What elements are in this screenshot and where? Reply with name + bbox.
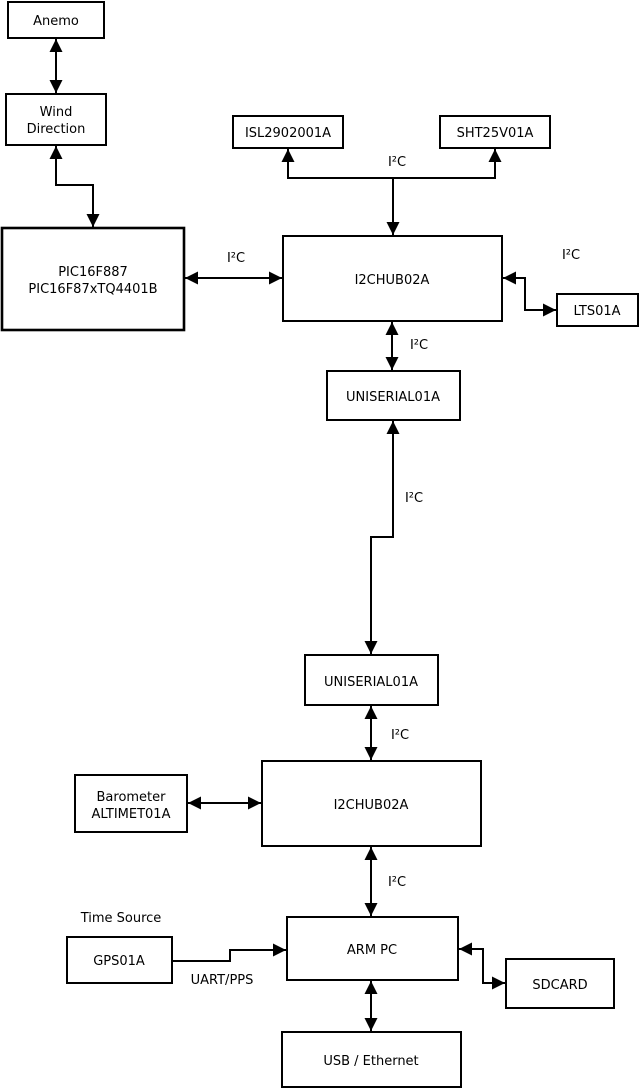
edge-uniserial1-uniserial2: [364, 421, 400, 654]
node-hub2: I2CHUB02A: [261, 760, 482, 847]
node-barometer: Barometer ALTIMET01A: [74, 774, 188, 833]
node-lts: LTS01A: [556, 293, 639, 327]
node-wind-direction-line1: Wind: [40, 105, 73, 120]
node-uniserial2-label: UNISERIAL01A: [324, 675, 418, 690]
node-sht-label: SHT25V01A: [457, 126, 534, 141]
edge-gps-armpc: [173, 943, 286, 962]
node-pic-line1: PIC16F887: [58, 265, 128, 280]
node-uniserial2: UNISERIAL01A: [304, 654, 439, 706]
node-hub1-label: I2CHUB02A: [355, 273, 430, 288]
node-uniserial1: UNISERIAL01A: [326, 370, 461, 421]
node-arm-pc: ARM PC: [286, 916, 459, 981]
node-barometer-line2: ALTIMET01A: [92, 807, 171, 822]
edge-armpc-sdcard: [459, 942, 505, 990]
node-barometer-line1: Barometer: [97, 790, 167, 805]
node-anemo-label: Anemo: [33, 14, 79, 29]
label-i2c-uniserial2-hub2: I²C: [391, 728, 409, 743]
edge-sensor-bus: [281, 149, 502, 179]
label-i2c-hub1-lts: I²C: [562, 248, 580, 263]
label-time-source: Time Source: [80, 911, 162, 926]
label-i2c-hub2-armpc: I²C: [388, 875, 406, 890]
node-wind-direction: Wind Direction: [5, 93, 107, 146]
node-uniserial1-label: UNISERIAL01A: [346, 390, 440, 405]
node-isl-label: ISL2902001A: [245, 126, 331, 141]
node-arm-pc-label: ARM PC: [347, 943, 397, 958]
node-pic-line2: PIC16F87xTQ4401B: [28, 282, 157, 297]
node-usb-ethernet-label: USB / Ethernet: [323, 1054, 418, 1069]
node-hub1: I2CHUB02A: [282, 235, 503, 322]
edge-winddirection-pic: [49, 146, 100, 227]
label-i2c-hub1-uniserial1: I²C: [410, 338, 428, 353]
node-gps-label: GPS01A: [93, 954, 145, 969]
label-i2c-pic-hub1: I²C: [227, 251, 245, 266]
label-i2c-uniserial-link: I²C: [405, 491, 423, 506]
edge-hub1-lts: [503, 271, 556, 317]
node-hub2-label: I2CHUB02A: [334, 798, 409, 813]
node-isl: ISL2902001A: [232, 115, 344, 149]
node-anemo: Anemo: [7, 1, 105, 39]
node-wind-direction-line2: Direction: [27, 122, 86, 137]
node-sdcard: SDCARD: [505, 958, 615, 1009]
node-gps: GPS01A: [66, 936, 173, 984]
node-usb-ethernet: USB / Ethernet: [281, 1031, 462, 1088]
node-sdcard-label: SDCARD: [532, 978, 587, 993]
node-sht: SHT25V01A: [439, 115, 551, 149]
label-uart-pps: UART/PPS: [191, 973, 254, 988]
label-i2c-sensor-bus: I²C: [388, 155, 406, 170]
node-pic: PIC16F887 PIC16F87xTQ4401B: [0, 226, 186, 332]
node-lts-label: LTS01A: [573, 304, 620, 319]
